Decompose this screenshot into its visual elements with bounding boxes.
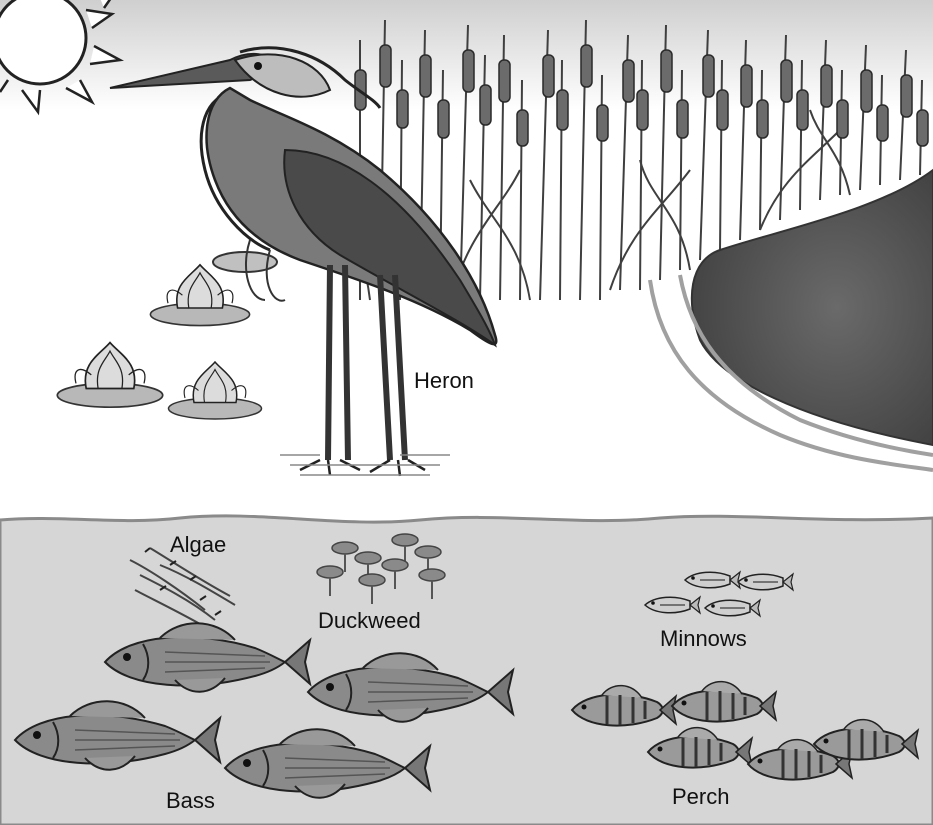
label-algae: Algae <box>170 532 226 558</box>
label-perch: Perch <box>672 784 729 810</box>
label-bass: Bass <box>166 788 215 814</box>
label-duckweed: Duckweed <box>318 608 421 634</box>
label-heron: Heron <box>414 368 474 394</box>
label-minnows: Minnows <box>660 626 747 652</box>
